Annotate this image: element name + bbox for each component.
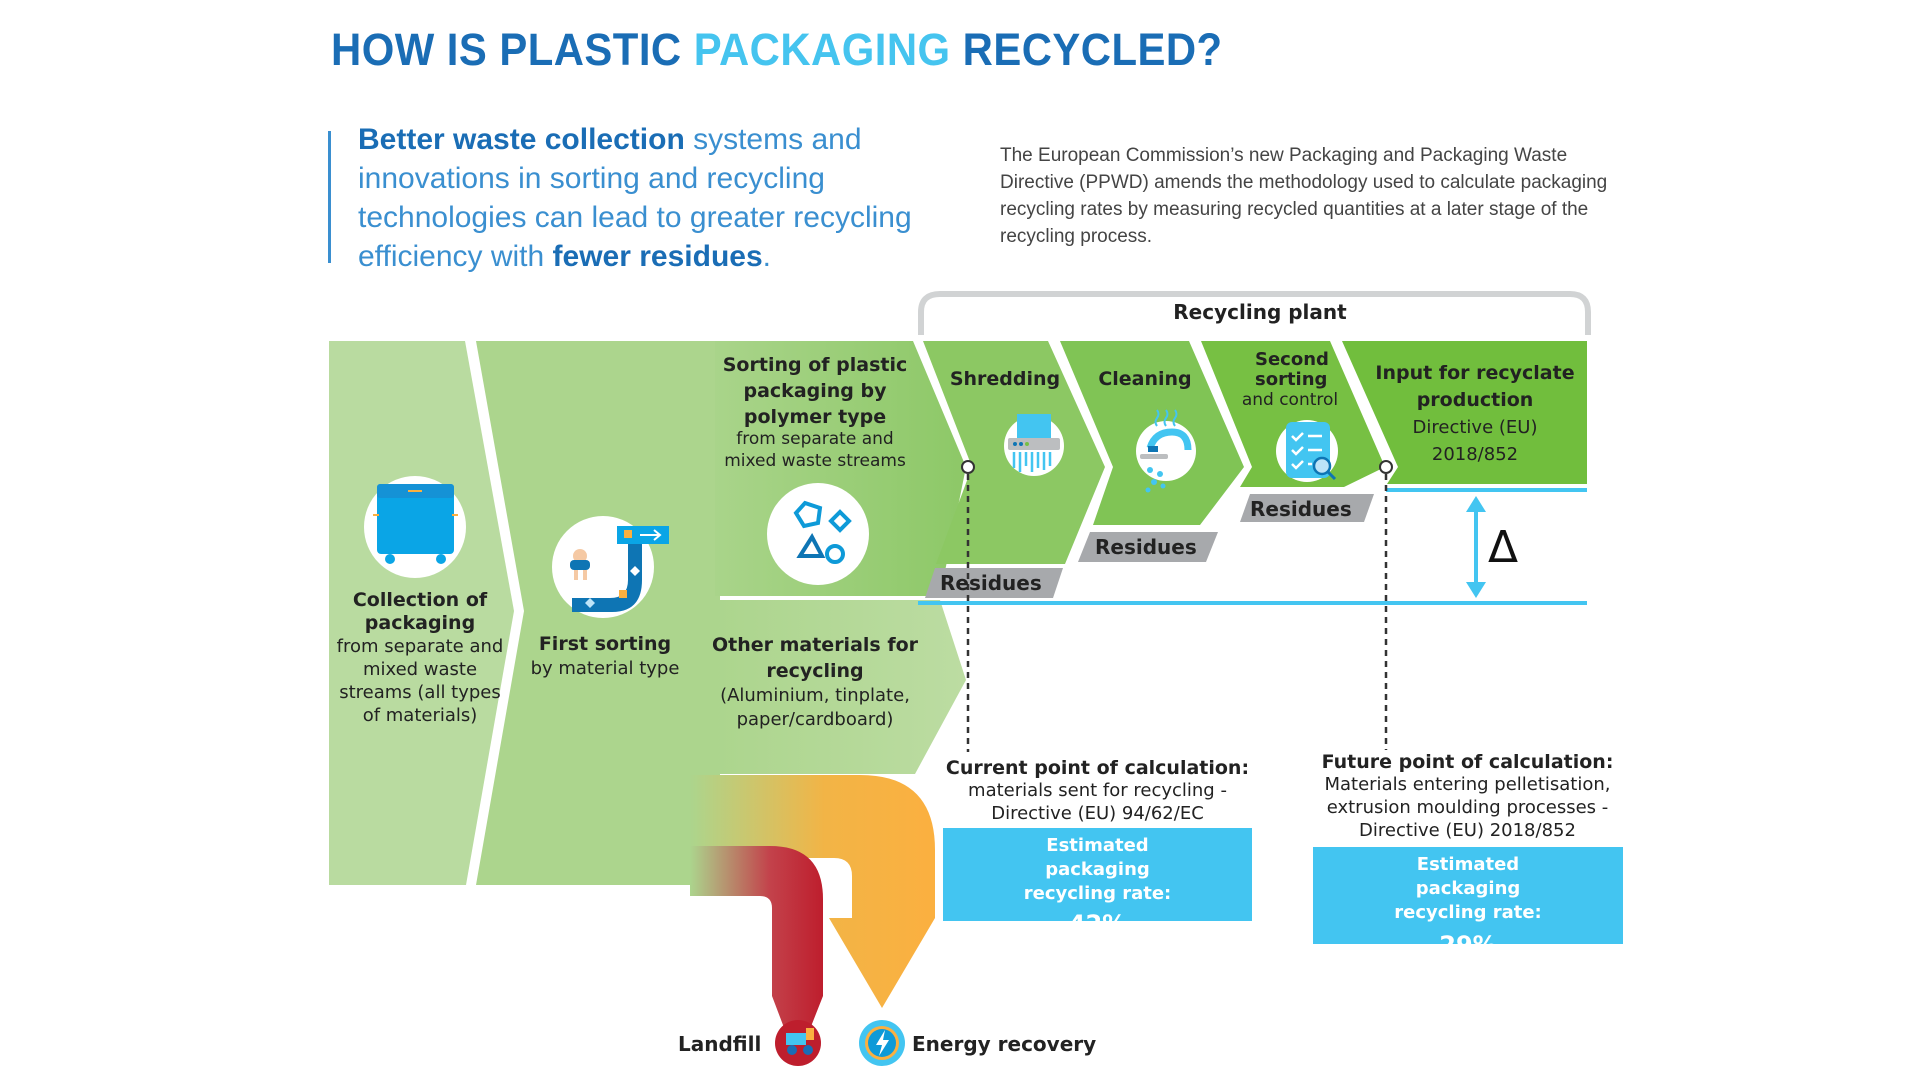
intro-accent-bar bbox=[328, 131, 331, 263]
residues-label-2: Residues bbox=[1095, 535, 1197, 559]
polymer-icon-bg bbox=[767, 483, 869, 585]
cleaning-label: Cleaning bbox=[1098, 368, 1192, 390]
current-rate-box: Estimated packaging recycling rate: 42% bbox=[943, 828, 1252, 938]
washing-tap-icon bbox=[1140, 409, 1192, 493]
recycling-plant-title: Recycling plant bbox=[1173, 300, 1347, 324]
current-level-line bbox=[918, 601, 1587, 605]
other-materials-label: Other materials for recycling (Aluminium… bbox=[711, 634, 919, 730]
landfill-arrow bbox=[690, 846, 823, 1062]
residues-badge-1 bbox=[925, 568, 1063, 598]
page-title: HOW IS PLASTIC PACKAGING RECYCLED? bbox=[331, 24, 1223, 75]
second-sorting-stage bbox=[1201, 341, 1385, 487]
conveyor-sorting-icon bbox=[570, 526, 669, 612]
first-sorting-label: First sorting by material type bbox=[530, 633, 680, 679]
future-rate-box: Estimated packaging recycling rate: 29% bbox=[1313, 847, 1623, 959]
polymer-sorting-label: Sorting of plastic packaging by polymer … bbox=[722, 354, 908, 471]
collection-stage bbox=[329, 341, 514, 885]
other-materials-stage bbox=[715, 600, 966, 774]
input-recyclate-label: Input for recyclate production Directive… bbox=[1375, 362, 1575, 465]
collection-label: Collection of packaging from separate an… bbox=[336, 589, 504, 726]
energy-recovery-arrow bbox=[690, 775, 935, 1008]
current-calculation-point: Current point of calculation: materials … bbox=[945, 757, 1250, 824]
delta-symbol: Δ bbox=[1488, 522, 1519, 573]
title-highlight: PACKAGING bbox=[693, 24, 951, 75]
residues-badge-2 bbox=[1078, 532, 1218, 562]
checklist-magnifier-icon bbox=[1286, 422, 1337, 481]
directive-note: The European Commission’s new Packaging … bbox=[1000, 145, 1608, 247]
future-rate-value: 29% bbox=[1439, 931, 1497, 959]
shredder-icon bbox=[1008, 414, 1060, 472]
input-recyclate-stage bbox=[1342, 341, 1587, 484]
shredding-label: Shredding bbox=[949, 368, 1061, 390]
intro-text: Better waste collection systems and inno… bbox=[358, 123, 912, 273]
future-calculation-point: Future point of calculation: Materials e… bbox=[1321, 751, 1614, 841]
future-level-line bbox=[1386, 488, 1587, 492]
recycling-plant-bracket bbox=[918, 291, 1591, 335]
energy-lightning-icon bbox=[859, 1020, 905, 1066]
landfill-label: Landfill bbox=[678, 1032, 762, 1056]
residues-label-3: Residues bbox=[1250, 497, 1352, 521]
landfill-truck-icon bbox=[775, 1020, 821, 1066]
current-rate-value: 42% bbox=[1068, 910, 1127, 938]
residues-label-1: Residues bbox=[940, 571, 1042, 595]
polymer-shapes-icon bbox=[793, 500, 852, 564]
second-sorting-label: Second sorting and control bbox=[1241, 349, 1339, 411]
energy-recovery-label: Energy recovery bbox=[912, 1032, 1097, 1056]
waste-container-icon bbox=[373, 484, 458, 564]
residues-badge-3 bbox=[1240, 494, 1374, 522]
